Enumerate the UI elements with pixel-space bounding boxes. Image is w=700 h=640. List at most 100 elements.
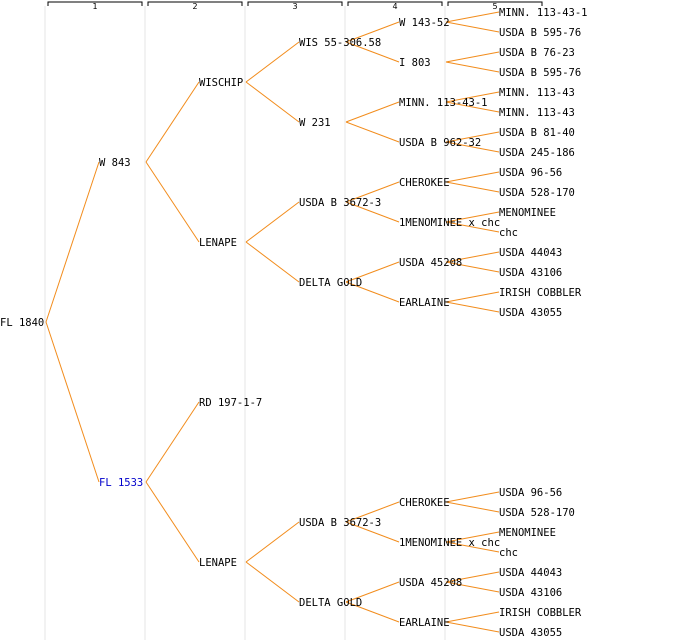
edge	[345, 201, 400, 223]
node-usda-528-170: USDA 528-170	[499, 187, 575, 199]
edge	[245, 521, 300, 563]
node-fl-1840: FL 1840	[0, 317, 44, 329]
edge	[445, 301, 500, 313]
edge	[445, 491, 500, 503]
edge	[445, 571, 500, 583]
edge	[345, 581, 400, 603]
node-w-843: W 843	[99, 157, 131, 169]
edge	[345, 281, 400, 303]
generation-bracket	[47, 1, 143, 6]
node-usda-b-595-76: USDA B 595-76	[499, 27, 581, 39]
edge	[245, 41, 300, 83]
edge	[445, 221, 500, 233]
node-minn-113-43: MINN. 113-43	[499, 107, 575, 119]
node-usda-245-186: USDA 245-186	[499, 147, 575, 159]
edge	[345, 501, 400, 523]
node-usda-43055: USDA 43055	[499, 627, 562, 639]
node-usda-96-56: USDA 96-56	[499, 487, 562, 499]
node-w-143-52: W 143-52	[399, 17, 450, 29]
pedigree-edges	[45, 11, 500, 633]
pedigree-nodes: FL 1840 W 843 WISCHIP WIS 55-306.58 W 143-52…	[0, 7, 588, 639]
generation-label: 3	[292, 2, 297, 11]
edge	[345, 41, 400, 63]
node-usda-43106: USDA 43106	[499, 267, 562, 279]
node-1menominee-x-chc: 1MENOMINEE x chc	[399, 537, 500, 549]
edge	[345, 21, 400, 43]
node-chc: chc	[499, 547, 518, 559]
edge	[445, 131, 500, 143]
edge	[445, 51, 500, 63]
node-delta-gold: DELTA GOLD	[299, 597, 362, 609]
edge	[445, 261, 500, 273]
node-irish-cobbler: IRISH COBBLER	[499, 287, 582, 299]
node-menominee: MENOMINEE	[499, 207, 556, 219]
edge	[445, 531, 500, 543]
generation-label: 4	[392, 2, 397, 11]
node-cherokee: CHEROKEE	[399, 497, 450, 509]
edge	[445, 101, 500, 113]
edge	[445, 61, 500, 73]
node-lenape: LENAPE	[199, 557, 237, 569]
node-usda-b-76-23: USDA B 76-23	[499, 47, 575, 59]
node-i-803: I 803	[399, 57, 431, 69]
edge	[445, 11, 500, 23]
edge	[445, 91, 500, 103]
edge	[145, 81, 200, 163]
node-1menominee-x-chc: 1MENOMINEE x chc	[399, 217, 500, 229]
edge	[445, 171, 500, 183]
generation-label: 5	[492, 2, 497, 11]
edge	[345, 261, 400, 283]
generation-bracket	[347, 1, 443, 6]
node-usda-b-962-32: USDA B 962-32	[399, 137, 481, 149]
node-lenape: LENAPE	[199, 237, 237, 249]
node-w-231: W 231	[299, 117, 331, 129]
generation-bracket	[147, 1, 243, 6]
node-usda-43106: USDA 43106	[499, 587, 562, 599]
node-rd-197-1-7: RD 197-1-7	[199, 397, 262, 409]
edge	[445, 251, 500, 263]
node-menominee: MENOMINEE	[499, 527, 556, 539]
edge	[445, 211, 500, 223]
edge	[245, 201, 300, 243]
edge	[245, 561, 300, 603]
node-minn-113-43-1: MINN. 113-43-1	[499, 7, 588, 19]
node-usda-43055: USDA 43055	[499, 307, 562, 319]
edge	[145, 481, 200, 563]
node-delta-gold: DELTA GOLD	[299, 277, 362, 289]
column-guides	[44, 6, 446, 640]
edge	[445, 291, 500, 303]
edge	[445, 581, 500, 593]
node-cherokee: CHEROKEE	[399, 177, 450, 189]
node-usda-96-56: USDA 96-56	[499, 167, 562, 179]
node-usda-44043: USDA 44043	[499, 567, 562, 579]
node-usda-45208: USDA 45208	[399, 257, 462, 269]
node-wis-55-306-58: WIS 55-306.58	[299, 37, 381, 49]
edge	[345, 521, 400, 543]
edge	[145, 401, 200, 483]
node-irish-cobbler: IRISH COBBLER	[499, 607, 582, 619]
edge	[345, 181, 400, 203]
edge	[445, 501, 500, 513]
node-usda-528-170: USDA 528-170	[499, 507, 575, 519]
node-earlaine: EARLAINE	[399, 297, 450, 309]
edge	[345, 101, 400, 123]
edge	[45, 161, 100, 323]
edge	[345, 121, 400, 143]
generation-label: 2	[192, 2, 197, 11]
node-earlaine: EARLAINE	[399, 617, 450, 629]
edge	[245, 81, 300, 123]
edge	[345, 601, 400, 623]
edge	[445, 181, 500, 193]
edge	[445, 541, 500, 553]
node-chc: chc	[499, 227, 518, 239]
edge	[445, 621, 500, 633]
node-usda-44043: USDA 44043	[499, 247, 562, 259]
generation-bracket	[247, 1, 343, 6]
node-usda-45208: USDA 45208	[399, 577, 462, 589]
edge	[445, 21, 500, 33]
node-minn-113-43: MINN. 113-43	[499, 87, 575, 99]
node-wischip: WISCHIP	[199, 77, 243, 89]
edge	[245, 241, 300, 283]
